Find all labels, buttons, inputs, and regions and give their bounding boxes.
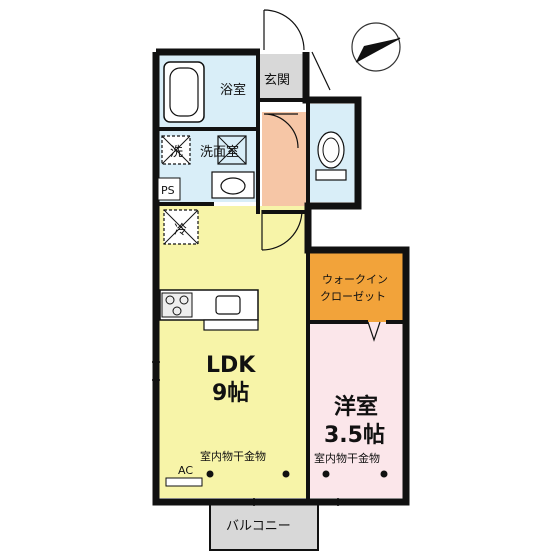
washroom-cross-icon bbox=[217, 135, 247, 165]
drying-hardware-ldk-label: 室内物干金物 bbox=[200, 449, 266, 463]
entrance-label: 玄関 bbox=[264, 73, 290, 88]
ps-box bbox=[157, 177, 181, 201]
ps-label: PS bbox=[161, 184, 175, 197]
ac-unit bbox=[165, 477, 203, 487]
entrance-area bbox=[260, 54, 306, 100]
closet-label-line2: クローゼット bbox=[320, 290, 386, 303]
washer-mark: 洗 bbox=[170, 145, 183, 160]
drying-hardware-western-label: 室内物干金物 bbox=[314, 451, 380, 465]
closet-label-line1: ウォークイン bbox=[322, 273, 388, 286]
toilet-icon bbox=[315, 131, 347, 181]
balcony-area bbox=[210, 500, 318, 550]
closet-area bbox=[308, 252, 404, 322]
fridge-mark: 冷 bbox=[174, 223, 187, 238]
bath-label: 浴室 bbox=[220, 82, 246, 98]
western-room-size-label: 3.5帖 bbox=[324, 423, 385, 448]
outer-walls bbox=[152, 48, 410, 506]
ldk-label: LDK bbox=[206, 353, 256, 378]
compass-icon bbox=[351, 22, 401, 72]
ac-label: AC bbox=[178, 464, 193, 477]
western-room-area bbox=[308, 322, 406, 498]
doors bbox=[261, 9, 381, 342]
hall-area bbox=[262, 112, 308, 210]
fridge-icon bbox=[163, 209, 199, 245]
drying-hook-icons-western bbox=[322, 470, 388, 478]
stove-icon bbox=[159, 289, 259, 331]
balcony-label: バルコニー bbox=[226, 519, 291, 534]
western-room-label: 洋室 bbox=[334, 394, 378, 420]
washer-icon bbox=[161, 135, 191, 165]
ldk-size-label: 9帖 bbox=[212, 381, 249, 406]
interior-walls bbox=[156, 52, 406, 500]
sink-icon bbox=[211, 171, 255, 199]
window-marks bbox=[152, 361, 339, 506]
washroom-label: 洗面室 bbox=[200, 144, 239, 160]
drying-hook-icons-ldk bbox=[206, 470, 290, 478]
balcony-outline bbox=[209, 499, 319, 551]
bathtub-icon bbox=[163, 61, 205, 123]
ldk-area bbox=[158, 206, 306, 498]
